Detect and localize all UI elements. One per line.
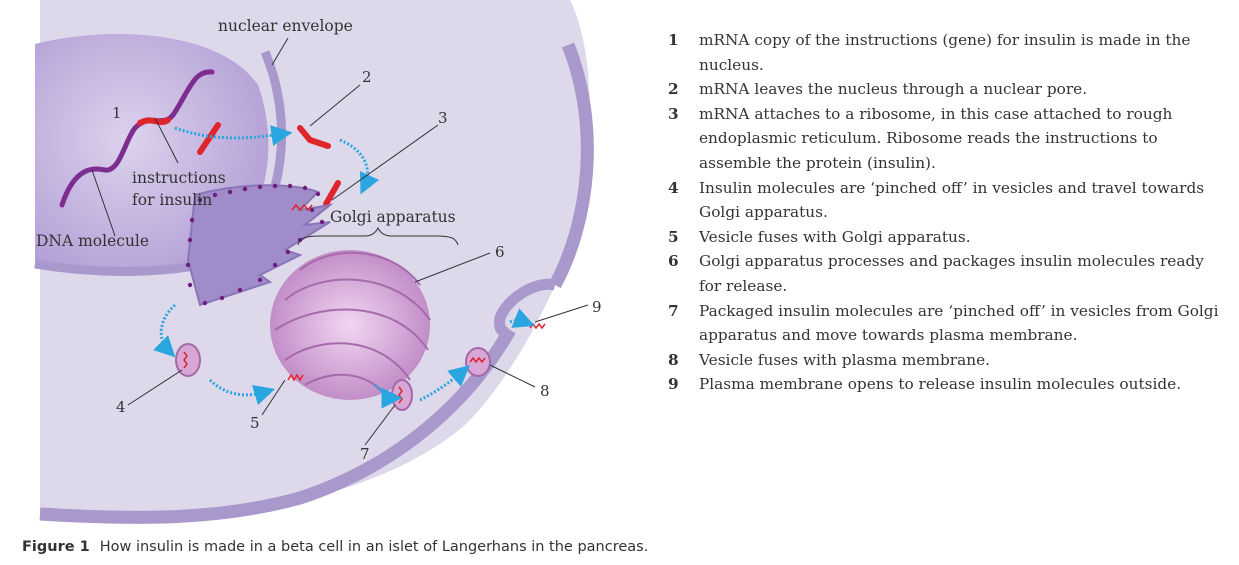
step-text: mRNA copy of the instructions (gene) for… [699, 31, 1191, 74]
diagram-number-2: 2 [362, 68, 372, 86]
step-text: Vesicle fuses with Golgi apparatus. [699, 227, 971, 246]
vesicle [465, 347, 491, 377]
figure-label: Figure 1 [22, 539, 90, 555]
step-item: 4 Insulin molecules are ‘pinched off’ in … [668, 176, 1228, 225]
step-text: Plasma membrane opens to release insulin… [699, 375, 1182, 394]
step-item: 2 mRNA leaves the nucleus through a nucle… [668, 77, 1228, 102]
step-list: 1 mRNA copy of the instructions (gene) fo… [668, 28, 1228, 397]
step-number: 3 [668, 104, 679, 123]
label-nuclear-envelope: nuclear envelope [218, 17, 353, 35]
transport-arrows [153, 125, 535, 409]
step-item: 5 Vesicle fuses with Golgi apparatus. [668, 225, 1228, 250]
mrna [297, 125, 331, 149]
step-number: 7 [668, 301, 679, 320]
step-item: 6 Golgi apparatus processes and packages … [668, 249, 1228, 298]
mrna [323, 180, 341, 207]
pointer-lines [91, 37, 589, 446]
figure-caption: Figure 1 How insulin is made in a beta ce… [22, 539, 648, 555]
step-number: 6 [668, 252, 679, 271]
step-text: Packaged insulin molecules are ‘pinched … [699, 301, 1219, 345]
step-number: 2 [668, 80, 679, 99]
mrna [197, 122, 221, 155]
label-instructions: instructions [132, 169, 226, 187]
step-item: 7 Packaged insulin molecules are ‘pinched… [668, 299, 1228, 348]
label-for-insulin: for insulin [132, 191, 212, 209]
step-text: Golgi apparatus processes and packages i… [699, 252, 1204, 295]
step-item: 1 mRNA copy of the instructions (gene) fo… [668, 28, 1228, 77]
rough-endoplasmic-reticulum [185, 183, 334, 307]
step-text: mRNA attaches to a ribosome, in this cas… [699, 104, 1173, 172]
diagram-number-4: 4 [116, 398, 126, 416]
label-golgi-apparatus: Golgi apparatus [330, 208, 456, 226]
vesicle [175, 343, 201, 377]
step-number: 9 [668, 375, 679, 394]
diagram-number-7: 7 [360, 445, 370, 463]
diagram-number-5: 5 [250, 414, 260, 432]
step-number: 1 [668, 31, 679, 49]
insulin-production-diagram: nuclear envelope instructions for insuli… [34, 0, 602, 524]
diagram-number-1: 1 [112, 104, 122, 122]
diagram-number-8: 8 [540, 382, 550, 400]
step-text: Insulin molecules are ‘pinched off’ in v… [699, 178, 1205, 222]
step-number: 4 [668, 178, 679, 197]
insulin-gene [137, 117, 171, 126]
step-item: 3 mRNA attaches to a ribosome, in this ca… [668, 102, 1228, 176]
diagram-number-9: 9 [592, 298, 602, 316]
diagram-number-3: 3 [438, 109, 448, 127]
step-text: mRNA leaves the nucleus through a nuclea… [699, 80, 1088, 99]
step-number: 5 [668, 227, 679, 246]
membrane-opening [494, 278, 557, 338]
label-dna-molecule: DNA molecule [36, 232, 149, 250]
step-number: 8 [668, 350, 679, 369]
golgi-apparatus [270, 250, 431, 400]
figure-caption-text: How insulin is made in a beta cell in an… [99, 539, 649, 555]
plasma-membrane [549, 42, 594, 289]
dna-strand [59, 69, 215, 208]
step-item: 8 Vesicle fuses with plasma membrane. [668, 348, 1228, 373]
step-item: 9 Plasma membrane opens to release insuli… [668, 372, 1228, 397]
step-text: Vesicle fuses with plasma membrane. [699, 350, 990, 369]
diagram-number-6: 6 [495, 243, 505, 261]
